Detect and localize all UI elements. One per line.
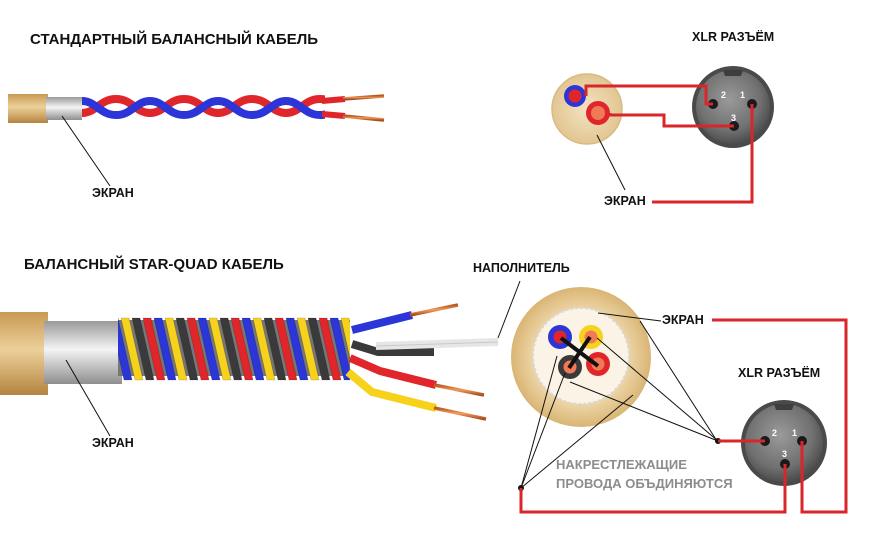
shield-leader: [61, 115, 111, 187]
shield-label-section-top: ЭКРАН: [604, 194, 646, 208]
shield-label-section-bottom: ЭКРАН: [662, 313, 704, 327]
pin-1-label: 1: [740, 90, 745, 100]
cable-jacket: [8, 94, 48, 123]
starquad-cable: [0, 280, 521, 437]
note-line-2: ПРОВОДА ОБЪДИНЯЮТСЯ: [556, 476, 733, 491]
quad-wire-stripe: [186, 317, 210, 381]
quad-wire-stripe: [175, 317, 199, 381]
standard-cross-section: [551, 73, 626, 191]
quad-wire-stripe: [142, 317, 166, 381]
pin-3-label: 3: [731, 113, 736, 123]
quad-wire-stripe: [307, 317, 331, 381]
cable-shield: [44, 321, 122, 384]
shield-label-cable-bottom: ЭКРАН: [92, 436, 134, 450]
standard-cable: [8, 94, 385, 187]
pin-1-label: 1: [792, 428, 797, 438]
quad-wire-stripe: [230, 317, 254, 381]
twisted-quad: [118, 317, 350, 381]
quad-wire-stripe: [219, 317, 243, 381]
pin-3-label: 3: [782, 449, 787, 459]
quad-wire-stripe: [131, 317, 155, 381]
quad-wire-stripe: [263, 317, 287, 381]
quad-wire-stripe: [318, 317, 342, 381]
cable-shield: [46, 97, 82, 120]
quad-wire-stripe: [285, 317, 309, 381]
shield-label-cable-top: ЭКРАН: [92, 186, 134, 200]
quad-wire-stripe: [340, 317, 350, 360]
xlr-connector-label-top: XLR РАЗЪЁМ: [692, 30, 775, 44]
quad-wire-stripe: [296, 317, 320, 381]
quad-wire-stripe: [252, 317, 276, 381]
pin-2-label: 2: [721, 90, 726, 100]
quad-wire-stripe: [120, 317, 144, 381]
shield-leader: [65, 359, 111, 437]
pin-2-label: 2: [772, 428, 777, 438]
filler-label: НАПОЛНИТЕЛЬ: [473, 261, 570, 275]
wiring-bottom: [519, 318, 848, 514]
note-line-1: НАКРЕСТЛЕЖАЩИЕ: [556, 457, 687, 472]
title-starquad-cable: БАЛАНСНЫЙ STAR-QUAD КАБЕЛЬ: [24, 256, 284, 273]
xlr-connector-label-bottom: XLR РАЗЪЁМ: [738, 366, 821, 380]
quad-wire-stripe: [197, 317, 221, 381]
quad-wire-stripe: [274, 317, 298, 381]
quad-wire-stripe: [208, 317, 232, 381]
filler-leader: [497, 280, 521, 339]
xlr-connector-top: 2 1 3: [692, 66, 774, 148]
quad-wire-stripe: [164, 317, 188, 381]
title-standard-cable: СТАНДАРТНЫЙ БАЛАНСНЫЙ КАБЕЛЬ: [30, 31, 319, 48]
wiring-top: [584, 84, 754, 204]
quad-wire-stripe: [241, 317, 265, 381]
quad-wire-stripe: [153, 317, 177, 381]
quad-wire-stripe: [329, 317, 350, 381]
cable-jacket: [0, 312, 48, 395]
starquad-cross-section: [511, 287, 721, 491]
twisted-pair: [81, 94, 325, 120]
quad-wire-stripe: [118, 317, 133, 381]
